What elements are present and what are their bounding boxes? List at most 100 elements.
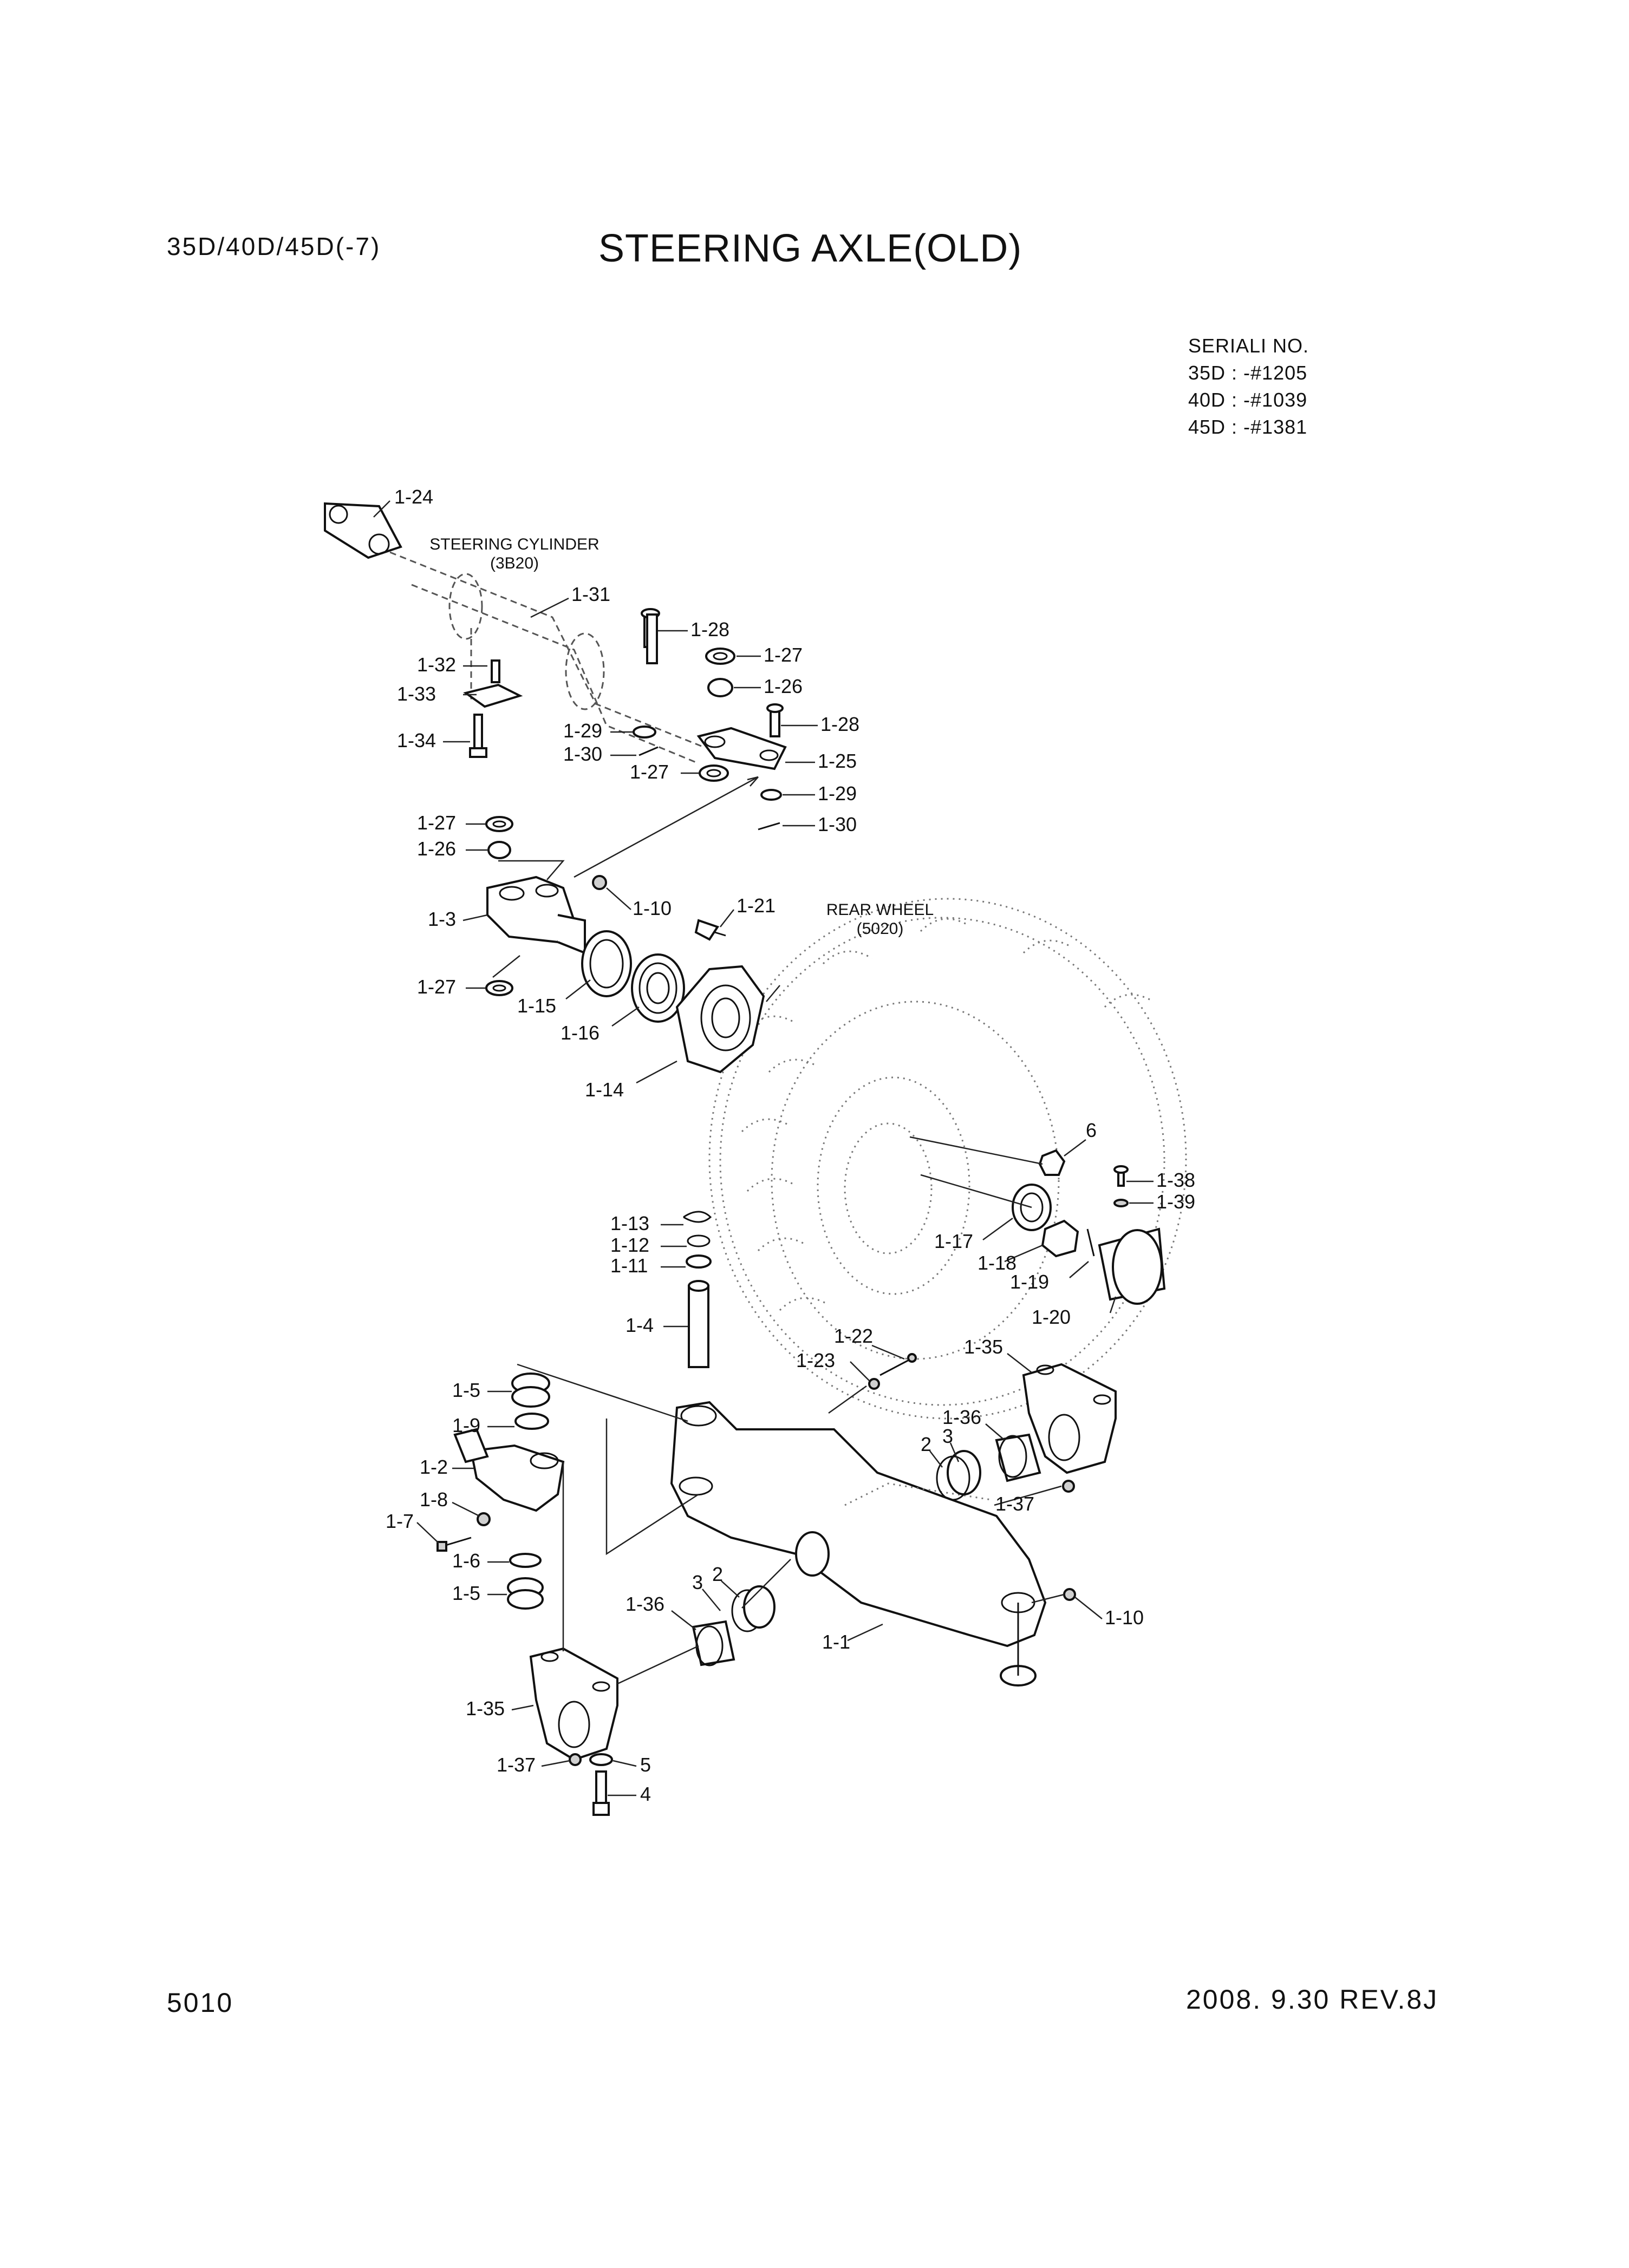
- part-1-28-pin-a: [646, 613, 658, 664]
- callout-2-b: 2: [712, 1563, 723, 1585]
- callout-1-31: 1-31: [571, 583, 610, 605]
- part-1-29-washer-a: [633, 726, 656, 738]
- part-1-12-washer: [687, 1234, 711, 1247]
- steering-cylinder-label: STEERING CYLINDER: [429, 535, 599, 553]
- part-1-30-cotter-b: [758, 822, 780, 831]
- callout-1-10-b: 1-10: [1105, 1606, 1144, 1629]
- callout-2-a: 2: [921, 1433, 931, 1455]
- callout-1-17: 1-17: [934, 1230, 973, 1252]
- callout-1-25: 1-25: [818, 750, 857, 772]
- callout-1-7: 1-7: [386, 1510, 414, 1532]
- part-1-11-plug: [686, 1254, 712, 1269]
- callout-1-37-b: 1-37: [497, 1754, 536, 1776]
- part-5-washer: [589, 1753, 613, 1766]
- part-1-9-ring: [514, 1413, 549, 1430]
- part-1-15-oil-seal: [581, 930, 632, 997]
- part-1-36-bushing-b: [692, 1620, 735, 1666]
- part-1-10-grease-nipple-b: [1063, 1588, 1076, 1601]
- part-1-27-washer-d: [485, 980, 513, 996]
- part-1-27-washer-b: [699, 764, 729, 782]
- callout-3-a: 3: [942, 1425, 953, 1447]
- callout-5: 5: [640, 1754, 651, 1776]
- part-1-2-knuckle: [453, 1428, 565, 1512]
- callout-1-35-a: 1-35: [964, 1336, 1003, 1358]
- part-1-18-castle-nut: [1041, 1219, 1079, 1258]
- callout-1-30-b: 1-30: [818, 813, 857, 835]
- steering-cylinder-drawing: [389, 551, 705, 764]
- part-1-25-knuckle-arm: [696, 727, 787, 770]
- part-1-20-hub-cap: [1098, 1227, 1166, 1305]
- callout-1-33: 1-33: [397, 683, 436, 705]
- part-1-5-bearing-a: [511, 1372, 550, 1408]
- part-1-24-link: [324, 502, 402, 559]
- callout-3-b: 3: [692, 1571, 703, 1593]
- revision-date: 2008. 9.30 REV.8J: [1186, 1984, 1439, 2015]
- callout-1-24: 1-24: [394, 486, 433, 508]
- callout-1-37-a: 1-37: [995, 1493, 1034, 1515]
- callout-1-32: 1-32: [417, 653, 456, 676]
- part-1-33-bracket: [463, 659, 523, 708]
- serial-heading: SERIALI NO.: [1188, 335, 1309, 357]
- callout-1-5-b: 1-5: [452, 1582, 480, 1604]
- callout-1-27-c: 1-27: [417, 812, 456, 834]
- rear-wheel-drawing: [708, 898, 1187, 1420]
- serial-35d: 35D : -#1205: [1188, 362, 1308, 384]
- callout-1-1: 1-1: [822, 1631, 850, 1653]
- part-1-22-bolt: [879, 1353, 917, 1376]
- callout-1-27-d: 1-27: [417, 976, 456, 998]
- callout-1-27-b: 1-27: [630, 761, 669, 783]
- part-2-shim-a: [936, 1455, 970, 1501]
- part-1-27-washer-a: [705, 648, 735, 665]
- steering-cylinder-code: (3B20): [490, 554, 539, 572]
- callout-1-39: 1-39: [1156, 1191, 1195, 1213]
- serial-number-block: SERIALI NO. 35D : -#1205 40D : -#1039 45…: [1188, 332, 1309, 441]
- part-1-10-grease-nipple-a: [592, 875, 607, 890]
- rear-wheel-code: (5020): [857, 920, 904, 938]
- callout-1-2: 1-2: [420, 1456, 448, 1478]
- part-1-26-bushing-b: [487, 841, 511, 859]
- part-1-21-hub-bolt: [694, 919, 726, 941]
- part-1-13-snap-ring: [683, 1211, 712, 1223]
- part-1-7-bolt: [436, 1537, 472, 1552]
- part-1-6-ring: [509, 1553, 542, 1568]
- part-1-34-bolt: [469, 714, 487, 758]
- callout-1-11: 1-11: [610, 1254, 648, 1277]
- model-range: 35D/40D/45D(-7): [167, 232, 381, 260]
- callout-1-28-b: 1-28: [820, 713, 859, 735]
- part-1-30-cotter-a: [638, 746, 659, 756]
- part-1-14-hub: [675, 965, 765, 1074]
- part-3-shim-a: [947, 1450, 981, 1495]
- serial-40d: 40D : -#1039: [1188, 389, 1308, 411]
- part-1-35-bracket-b: [529, 1647, 618, 1761]
- part-6-nut: [1038, 1149, 1066, 1176]
- page-title: STEERING AXLE(OLD): [598, 227, 1022, 270]
- part-3-shim-b: [743, 1585, 776, 1629]
- callout-1-19: 1-19: [1010, 1271, 1049, 1293]
- callout-1-13: 1-13: [610, 1212, 649, 1234]
- callout-1-21: 1-21: [737, 894, 776, 917]
- part-1-27-washer-c: [485, 816, 513, 832]
- callout-1-10-a: 1-10: [633, 897, 672, 919]
- part-1-23-grease-nipple: [868, 1378, 880, 1390]
- callout-1-36-b: 1-36: [625, 1593, 664, 1615]
- callout-1-28-a: 1-28: [690, 618, 729, 640]
- callout-1-8: 1-8: [420, 1488, 448, 1511]
- part-1-8-washer: [477, 1512, 491, 1526]
- callout-1-30-a: 1-30: [563, 743, 602, 765]
- part-1-35-bracket-a: [1022, 1363, 1117, 1474]
- callout-1-22: 1-22: [834, 1325, 873, 1347]
- callout-1-36-a: 1-36: [942, 1406, 981, 1428]
- part-1-37-grease-nipple-a: [1062, 1480, 1075, 1493]
- callout-6: 6: [1086, 1119, 1097, 1141]
- callout-1-12: 1-12: [610, 1234, 649, 1256]
- part-1-29-washer-b: [760, 789, 782, 801]
- part-1-4-king-pin: [688, 1280, 709, 1368]
- connection-lines: [492, 776, 1065, 1685]
- rear-wheel-label: REAR WHEEL: [826, 901, 934, 919]
- callout-1-26-a: 1-26: [764, 675, 803, 697]
- part-1-28-pin-b: [766, 703, 784, 737]
- callout-leaders: [373, 500, 1154, 1796]
- part-1-37-grease-nipple-b: [569, 1753, 582, 1766]
